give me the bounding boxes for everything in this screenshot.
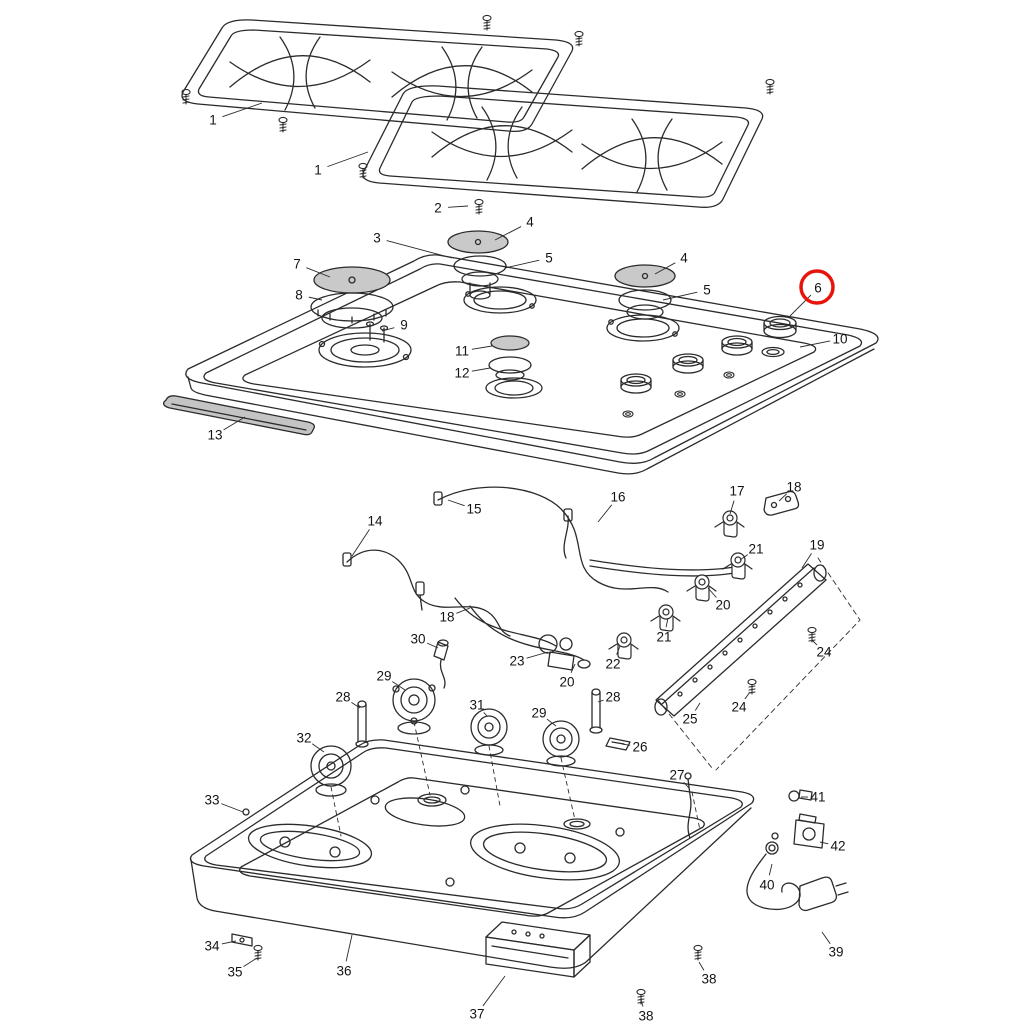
part-label-34: 34: [204, 938, 220, 954]
part-label-17: 17: [729, 483, 745, 499]
part-label-15: 15: [466, 501, 482, 517]
part-label-16: 16: [610, 489, 626, 505]
part-label-37: 37: [469, 1006, 485, 1022]
base-tray: [189, 739, 755, 969]
part-label-5: 5: [703, 282, 711, 298]
burner-caps-and-heads: [310, 230, 676, 381]
seal-strip: [162, 395, 316, 436]
part-label-25: 25: [682, 711, 698, 727]
pan-support-grate-1: [181, 19, 574, 132]
pan-support-grate-2: [362, 85, 764, 208]
part-label-24: 24: [816, 644, 832, 660]
part-label-1: 1: [314, 162, 322, 178]
part-label-20: 20: [715, 597, 731, 613]
part-label-23: 23: [509, 653, 525, 669]
bottom-fixings: [231, 933, 703, 1005]
part-label-4: 4: [526, 214, 534, 230]
part-label-22: 22: [605, 656, 621, 672]
part-label-3: 3: [373, 230, 381, 246]
part-label-29: 29: [376, 668, 392, 684]
part-label-21: 21: [748, 541, 764, 557]
part-label-1: 1: [209, 112, 217, 128]
knob-bezel-part-6: [761, 315, 797, 358]
part-label-4: 4: [680, 250, 688, 266]
part-label-14: 14: [367, 513, 383, 529]
terminal-box: [485, 921, 591, 978]
part-label-29: 29: [531, 705, 547, 721]
leader-lines: [221, 102, 831, 1007]
part-label-21: 21: [656, 629, 672, 645]
cooktop-panel: [185, 254, 879, 475]
part-label-11: 11: [454, 343, 470, 359]
part-label-26: 26: [632, 739, 648, 755]
part-label-7: 7: [293, 256, 301, 272]
part-label-41: 41: [810, 789, 826, 805]
part-label-13: 13: [207, 427, 223, 443]
part-label-35: 35: [227, 964, 243, 980]
part-label-5: 5: [545, 250, 553, 266]
part-label-40: 40: [759, 877, 775, 893]
part-label-28: 28: [605, 689, 621, 705]
part-label-32: 32: [296, 730, 312, 746]
part-label-36: 36: [336, 963, 352, 979]
part-label-38: 38: [701, 971, 717, 987]
power-cord-and-plug: [746, 789, 849, 912]
part-label-27: 27: [669, 767, 685, 783]
manifold-rail: [654, 557, 861, 771]
part-label-42: 42: [830, 838, 846, 854]
part-label-2: 2: [434, 200, 442, 216]
part-label-8: 8: [295, 287, 303, 303]
part-label-24: 24: [731, 699, 747, 715]
middle-small-parts: [355, 639, 701, 839]
part-label-30: 30: [410, 631, 426, 647]
part-label-6: 6: [814, 280, 822, 296]
part-label-39: 39: [828, 944, 844, 960]
part-label-19: 19: [809, 537, 825, 553]
part-label-18: 18: [439, 609, 455, 625]
part-label-33: 33: [204, 792, 220, 808]
part-label-18: 18: [786, 479, 802, 495]
part-label-9: 9: [400, 317, 408, 333]
part-label-38: 38: [638, 1008, 654, 1024]
part-label-10: 10: [832, 331, 848, 347]
knob-bezel-stacks: [620, 315, 797, 418]
part-label-20: 20: [559, 674, 575, 690]
part-label-12: 12: [454, 365, 470, 381]
highlight-circle-part-6: [799, 269, 835, 305]
part-label-31: 31: [469, 697, 485, 713]
part-label-28: 28: [335, 689, 351, 705]
